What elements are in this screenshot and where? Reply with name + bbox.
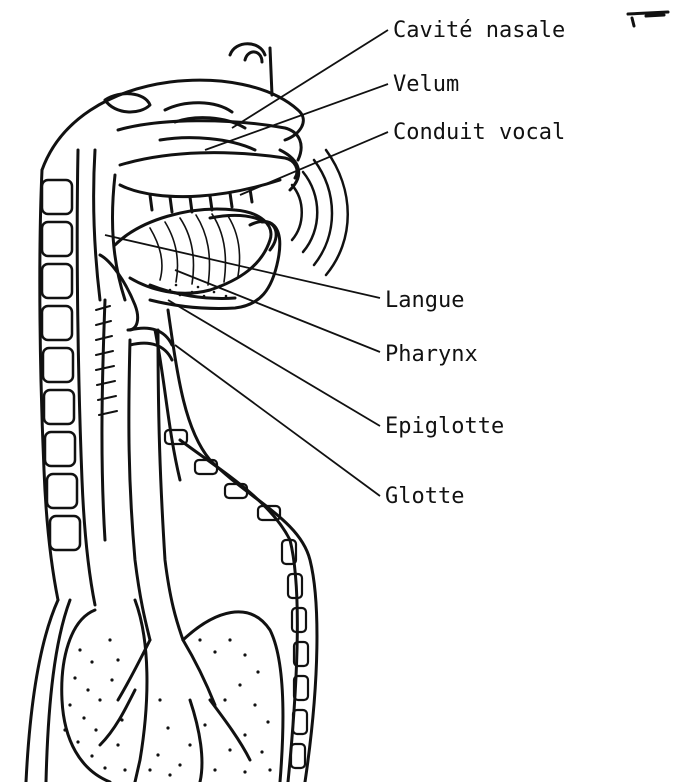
chest-back-inner [46,600,70,782]
label-velum: Velum [393,74,459,96]
trachea-left [129,340,150,640]
hard-palate [120,153,297,178]
bronchi [100,640,250,760]
chin-mandible [150,221,280,308]
corner-mark [628,12,668,26]
tongue-muscle-lines [150,214,240,285]
callout-line-pharynx [175,270,380,352]
label-glotte: Glotte [385,486,464,508]
esophagus-rings [96,306,117,415]
back-outline [26,600,58,782]
pharynx-wall-back [94,150,100,300]
upper-teeth [120,180,280,212]
label-langue: Langue [385,290,464,312]
label-pharynx: Pharynx [385,344,478,366]
right-lung [183,612,283,782]
larynx-cartilage [130,328,172,360]
lung-stippling [63,638,271,776]
label-cavite-nasale: Cavité nasale [393,20,565,42]
esophagus [102,300,105,540]
callout-line-langue [105,235,380,298]
nasal-passage [118,121,301,160]
label-conduit-vocal: Conduit vocal [393,122,565,144]
label-epiglotte: Epiglotte [385,416,504,438]
callout-line-velum [205,84,388,150]
vertebrae [42,180,80,550]
callout-line-conduit-vocal [240,132,388,195]
